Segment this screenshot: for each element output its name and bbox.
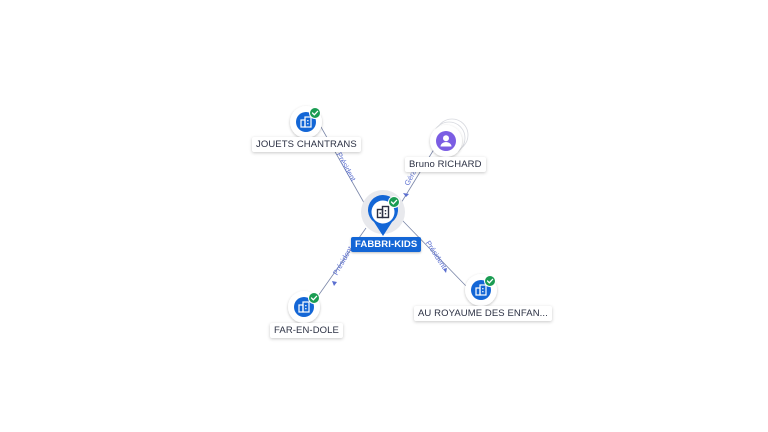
edge-label-jouets: Président [335,151,359,184]
company-building-icon [376,205,390,219]
node-au-royaume-des-enfants[interactable] [465,274,497,306]
edge-bruno: Gérant [397,145,437,209]
node-label-center[interactable]: FABBRI-KIDS [351,237,422,252]
node-label-jouets-chantrans[interactable]: JOUETS CHANTRANS [252,137,361,152]
verified-check-icon [484,275,496,287]
node-label-bruno-richard[interactable]: Bruno RICHARD [405,157,486,172]
edge-label-auroyaume: Président [424,239,449,271]
person-icon [436,131,456,151]
node-far-en-dole[interactable] [288,291,320,323]
verified-check-icon [388,196,400,208]
node-label-far-en-dole[interactable]: FAR-EN-DOLE [270,323,343,338]
edge-auroyaume: Président [401,219,467,287]
node-label-au-royaume[interactable]: AU ROYAUME DES ENFAN... [414,306,552,321]
verified-check-icon [309,107,321,119]
node-jouets-chantrans[interactable] [290,106,322,138]
verified-check-icon [308,292,320,304]
center-node[interactable] [361,190,405,236]
node-bruno-richard[interactable] [430,118,469,157]
